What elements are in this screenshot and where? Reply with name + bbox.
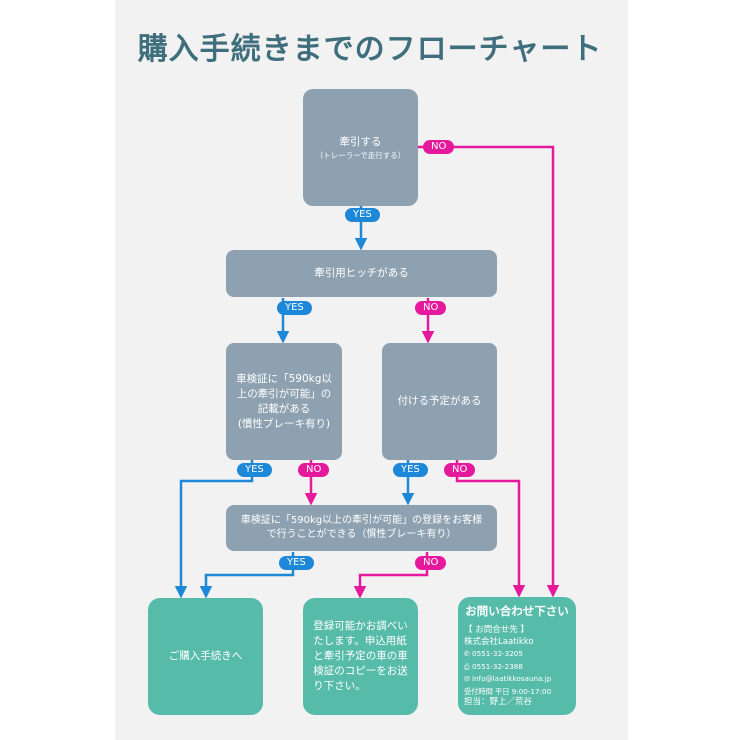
phone-icon: ✆ [464,650,470,658]
mail-icon: ✉ [464,675,470,683]
tag-no: NO [298,463,330,477]
contact-fax: 0551-32-2388 [472,661,523,671]
node-contact: お問い合わせ下さい 【 お問合せ先 】 株式会社Laatikko ✆0551-3… [458,597,576,715]
contact-phone[interactable]: 0551-32-3205 [472,649,523,658]
node-register: 車検証に「590kg以上の牽引が可能」の登録をお客様 で行うことができる（慣性ブ… [226,505,497,551]
tag-no: NO [415,556,447,570]
tag-no: NO [444,463,476,477]
contact-hours: 受付時間 平日 9:00-17:00 [464,686,552,696]
tag-yes: YES [393,463,428,477]
arrow-tow-no [418,145,560,598]
node-check-line: たします。申込用紙 [313,635,407,647]
node-register-line: で行うことができる（慣性ブレーキ有り） [266,529,457,540]
node-tow-sub: （トレーラーで走行する） [315,150,406,160]
contact-title: お問い合わせ下さい [465,604,569,618]
node-plan: 付ける予定がある [382,343,497,460]
tag-yes: YES [237,463,272,477]
node-cert-line: 上の牽引が可能」の [236,387,332,400]
node-cert-line: 記載がある [257,402,311,415]
node-purchase: ご購入手続きへ [148,598,263,715]
node-register-line: 車検証に「590kg以上の牽引が可能」の登録をお客様 [240,515,483,526]
tag-yes: YES [277,301,312,315]
contact-staff: 担当：野上／荒谷 [464,697,533,707]
node-hitch: 牽引用ヒッチがある [226,250,497,297]
node-cert-line: (慣性ブレーキ有り) [237,417,331,430]
contact-heading: 【 お問合せ先 】 [464,625,529,635]
node-check-line: 登録可能かお調べい [313,620,408,632]
tag-yes: YES [279,556,314,570]
tag-no: NO [415,301,447,315]
contact-company: 株式会社Laatikko [464,636,534,647]
page-title: 購入手続きまでのフローチャート [137,32,603,67]
node-tow-label: 牽引する [339,135,382,148]
fax-icon: ⎙ [464,662,470,671]
node-tow: 牽引する （トレーラーで走行する） [303,89,418,206]
node-check-line: と牽引予定の車の車 [313,650,408,662]
tag-yes: YES [345,208,380,222]
contact-email[interactable]: info@laatikkosauna.jp [472,674,552,683]
node-check: 登録可能かお調べい たします。申込用紙 と牽引予定の車の車 検証のコピーをお送 … [303,598,418,715]
node-cert: 車検証に「590kg以 上の牽引が可能」の 記載がある (慣性ブレーキ有り) [226,343,342,460]
node-check-line: り下さい。 [313,680,366,692]
node-cert-line: 車検証に「590kg以 [236,372,332,385]
node-check-line: 検証のコピーをお送 [313,665,408,677]
tag-no: NO [423,140,455,154]
